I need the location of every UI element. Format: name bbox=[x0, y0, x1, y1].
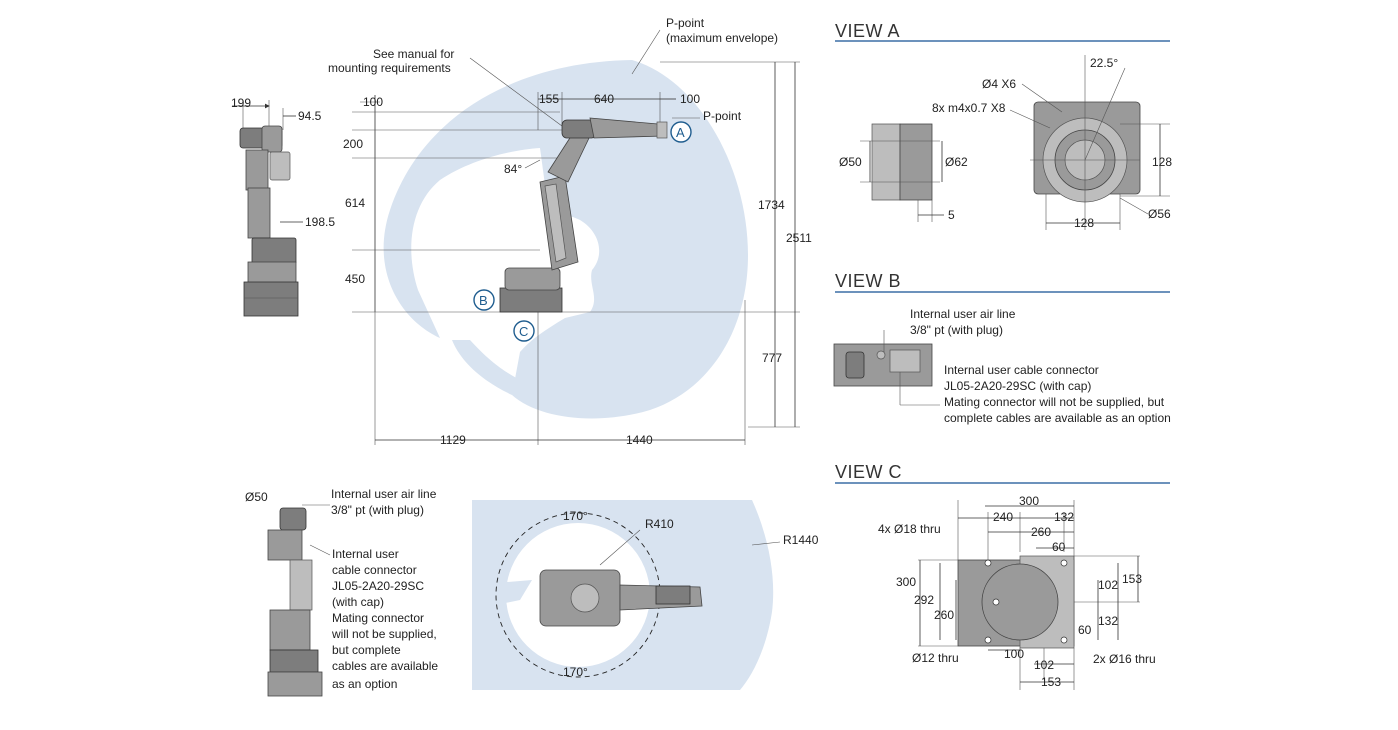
main-robot-drawing bbox=[499, 117, 668, 313]
main-dimension-lines bbox=[352, 29, 800, 445]
view-a-angle-22-5: 22.5° bbox=[1090, 56, 1118, 70]
mounting-note-line2: mounting requirements bbox=[328, 61, 451, 75]
view-a-m4-holes: 8x m4x0.7 X8 bbox=[932, 101, 1006, 115]
dim-100-right: 100 bbox=[680, 92, 700, 106]
callout-c: C bbox=[513, 320, 535, 342]
view-a-dia-62: Ø62 bbox=[945, 155, 968, 169]
lower-cable-2: cable connector bbox=[332, 563, 417, 577]
dim-614: 614 bbox=[345, 196, 365, 210]
view-b-cable-4: complete cables are available as an opti… bbox=[944, 411, 1171, 425]
view-a-holes-4x6: Ø4 X6 bbox=[982, 77, 1016, 91]
p-point-label: P-point bbox=[703, 109, 742, 123]
view-c-dim-153-bottom: 153 bbox=[1041, 675, 1061, 689]
view-a-dim-5: 5 bbox=[948, 208, 955, 222]
view-c-dim-132-top: 132 bbox=[1054, 510, 1074, 524]
lower-cable-6: will not be supplied, bbox=[331, 627, 437, 641]
lower-air-line-1: Internal user air line bbox=[331, 487, 437, 501]
view-a-flange-side bbox=[860, 123, 944, 222]
view-c-dia-16: 2x Ø16 thru bbox=[1093, 652, 1156, 666]
top-r1440: R1440 bbox=[783, 533, 819, 547]
view-b-air-line-2: 3/8" pt (with plug) bbox=[910, 323, 1003, 337]
view-a-dia-50: Ø50 bbox=[839, 155, 862, 169]
view-a-flange-front bbox=[1009, 55, 1170, 230]
lower-cable-9: as an option bbox=[332, 677, 397, 691]
view-b-air-line-1: Internal user air line bbox=[910, 307, 1016, 321]
lower-cable-1: Internal user bbox=[332, 547, 399, 561]
view-b-connector-panel bbox=[833, 330, 940, 406]
lower-cable-4: (with cap) bbox=[332, 595, 384, 609]
view-c-dim-292: 292 bbox=[914, 593, 934, 607]
view-a-dim-128-v: 128 bbox=[1152, 155, 1172, 169]
view-c-dim-240: 240 bbox=[993, 510, 1013, 524]
dim-1129: 1129 bbox=[440, 433, 466, 447]
callout-a: A bbox=[670, 121, 692, 143]
view-c-dim-300-left: 300 bbox=[896, 575, 916, 589]
dim-200: 200 bbox=[343, 137, 363, 151]
view-c-dim-102-right: 102 bbox=[1098, 578, 1118, 592]
p-point-envelope-line2: (maximum envelope) bbox=[666, 31, 778, 45]
dim-1734: 1734 bbox=[758, 198, 785, 212]
lower-cable-7: but complete bbox=[332, 643, 401, 657]
dim-84-deg: 84° bbox=[504, 162, 522, 176]
lower-cable-3: JL05-2A20-29SC bbox=[332, 579, 424, 593]
callout-c-label: C bbox=[519, 324, 528, 339]
view-c-dim-60-right: 60 bbox=[1078, 623, 1092, 637]
top-view-robot bbox=[539, 569, 703, 627]
top-r410: R410 bbox=[645, 517, 674, 531]
dim-199: 199 bbox=[231, 96, 251, 110]
lower-cable-8: cables are available bbox=[332, 659, 438, 673]
view-b-cable-1: Internal user cable connector bbox=[944, 363, 1099, 377]
callout-a-label: A bbox=[676, 125, 685, 140]
view-c-holes-18: 4x Ø18 thru bbox=[878, 522, 941, 536]
view-c-dim-100: 100 bbox=[1004, 647, 1024, 661]
dim-2511: 2511 bbox=[786, 231, 812, 245]
top-angle-170-top: 170° bbox=[563, 509, 588, 523]
dim-450: 450 bbox=[345, 272, 365, 286]
work-envelope bbox=[383, 60, 748, 419]
callout-b: B bbox=[473, 289, 495, 311]
p-point-envelope-line1: P-point bbox=[666, 16, 705, 30]
view-a-dia-56: Ø56 bbox=[1148, 207, 1171, 221]
lower-dia-50: Ø50 bbox=[245, 490, 268, 504]
dim-100-left: 100 bbox=[363, 95, 383, 109]
dim-640: 640 bbox=[594, 92, 614, 106]
dim-155: 155 bbox=[539, 92, 559, 106]
top-angle-170-bottom: 170° bbox=[563, 665, 588, 679]
view-b-cable-3: Mating connector will not be supplied, b… bbox=[944, 395, 1165, 409]
view-c-dim-260-left: 260 bbox=[934, 608, 954, 622]
dim-94-5: 94.5 bbox=[298, 109, 322, 123]
view-c-dim-102-bottom: 102 bbox=[1034, 658, 1054, 672]
lower-side-view-drawing bbox=[267, 504, 331, 697]
view-c-title: VIEW C bbox=[835, 462, 902, 482]
view-b-cable-2: JL05-2A20-29SC (with cap) bbox=[944, 379, 1091, 393]
view-b-title: VIEW B bbox=[835, 271, 901, 291]
dim-198-5: 198.5 bbox=[305, 215, 335, 229]
view-c-dim-132-right: 132 bbox=[1098, 614, 1118, 628]
callout-b-label: B bbox=[479, 293, 488, 308]
view-c-dim-300-top: 300 bbox=[1019, 494, 1039, 508]
view-a-title: VIEW A bbox=[835, 21, 900, 41]
dim-1440: 1440 bbox=[626, 433, 653, 447]
view-c-dia-12: Ø12 thru bbox=[912, 651, 959, 665]
view-c-dim-153-right: 153 bbox=[1122, 572, 1142, 586]
view-c-dim-60-top: 60 bbox=[1052, 540, 1066, 554]
view-c-dim-260-top: 260 bbox=[1031, 525, 1051, 539]
side-view-drawing bbox=[232, 100, 303, 317]
lower-air-line-2: 3/8" pt (with plug) bbox=[331, 503, 424, 517]
dim-777: 777 bbox=[762, 351, 782, 365]
view-a-dim-128-h: 128 bbox=[1074, 216, 1094, 230]
mounting-note-line1: See manual for bbox=[373, 47, 454, 61]
view-c-base-plate bbox=[918, 500, 1140, 690]
lower-cable-5: Mating connector bbox=[332, 611, 424, 625]
